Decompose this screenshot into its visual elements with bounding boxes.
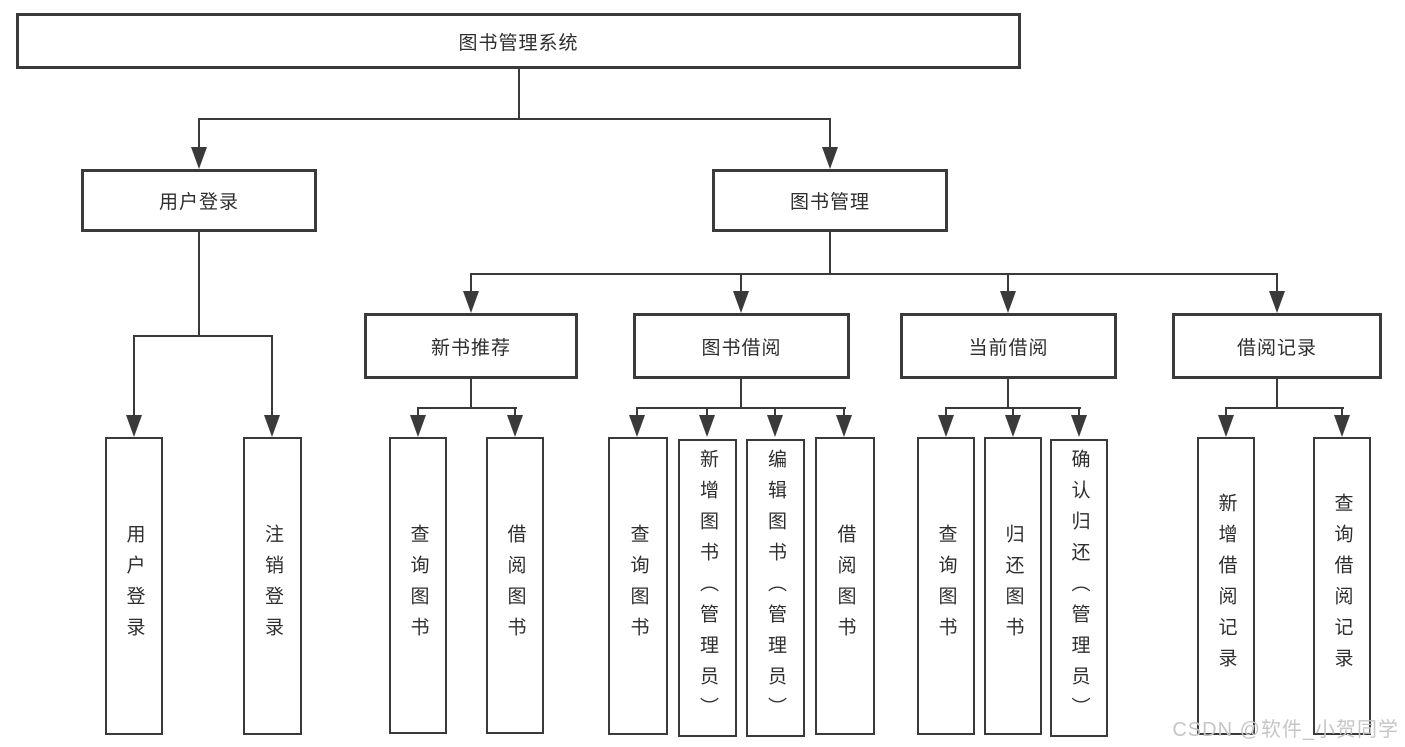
node-current-borrowing: 当前借阅: [900, 313, 1117, 379]
arrow-down-icon: [1334, 415, 1350, 437]
arrow-down-icon: [126, 415, 142, 437]
leaf-label: 借阅图书: [504, 523, 526, 648]
connector-vline: [133, 335, 135, 417]
connector-vline: [829, 118, 831, 150]
node-library-system: 图书管理系统: [16, 13, 1021, 69]
connector-vline: [1012, 407, 1014, 419]
connector-vline: [271, 335, 273, 417]
leaf-label: 编辑图书（管理员）: [765, 448, 786, 728]
leaf-add-borrow-record: 新增借阅记录: [1197, 437, 1255, 735]
arrow-down-icon: [767, 415, 783, 437]
connector-vline: [1225, 407, 1227, 419]
connector-vline: [470, 379, 472, 409]
arrow-down-icon: [1000, 291, 1016, 313]
arrow-down-icon: [938, 415, 954, 437]
leaf-logout: 注销登录: [243, 437, 302, 735]
node-label: 图书管理: [789, 192, 870, 213]
arrow-down-icon: [836, 415, 852, 437]
leaf-add-books-admin: 新增图书（管理员）: [678, 439, 737, 737]
leaf-label: 查询图书: [407, 523, 429, 648]
connector-vline: [518, 69, 520, 119]
leaf-confirm-return-admin: 确认归还（管理员）: [1050, 439, 1108, 737]
connector-vline: [843, 407, 845, 419]
connector-hline: [1225, 407, 1344, 409]
leaf-label: 借阅图书: [834, 524, 856, 648]
connector-vline: [1341, 407, 1343, 419]
leaf-label: 新增图书（管理员）: [697, 448, 718, 728]
csdn-watermark: CSDN @软件_小贺同学: [1172, 719, 1399, 741]
connector-hline: [133, 335, 273, 337]
leaf-label: 查询图书: [627, 524, 649, 648]
connector-vline: [198, 118, 200, 150]
leaf-borrow-books-recommend: 借阅图书: [486, 437, 544, 734]
connector-vline: [1276, 379, 1278, 409]
connector-hline: [417, 407, 517, 409]
leaf-query-books-recommend: 查询图书: [389, 437, 447, 734]
node-book-management: 图书管理: [712, 169, 948, 232]
leaf-query-books-borrowing: 查询图书: [608, 437, 668, 735]
connector-vline: [829, 232, 831, 275]
arrow-down-icon: [507, 415, 523, 437]
arrow-down-icon: [1269, 291, 1285, 313]
arrow-down-icon: [1071, 415, 1087, 437]
connector-vline: [514, 407, 516, 419]
leaf-query-books-current: 查询图书: [917, 437, 975, 735]
connector-hline: [636, 407, 846, 409]
arrow-down-icon: [191, 147, 207, 169]
connector-vline: [740, 273, 742, 295]
arrow-down-icon: [822, 147, 838, 169]
connector-vline: [706, 407, 708, 419]
leaf-label: 确认归还（管理员）: [1068, 448, 1090, 728]
arrow-down-icon: [1218, 415, 1234, 437]
node-label: 当前借阅: [968, 337, 1049, 359]
node-label: 图书管理系统: [458, 32, 579, 54]
node-borrowing-records: 借阅记录: [1172, 313, 1382, 379]
node-label: 图书借阅: [701, 337, 782, 359]
leaf-user-login: 用户登录: [105, 437, 163, 735]
connector-vline: [740, 379, 742, 409]
node-user-login: 用户登录: [81, 169, 317, 232]
leaf-label: 查询图书: [935, 524, 957, 648]
connector-vline: [1276, 273, 1278, 295]
connector-vline: [1007, 273, 1009, 295]
leaf-label: 归还图书: [1002, 524, 1024, 648]
leaf-label: 查询借阅记录: [1331, 493, 1353, 679]
arrow-down-icon: [463, 291, 479, 313]
connector-vline: [945, 407, 947, 419]
leaf-label: 用户登录: [123, 524, 145, 648]
leaf-return-books: 归还图书: [984, 437, 1042, 735]
arrow-down-icon: [629, 415, 645, 437]
arrow-down-icon: [1005, 415, 1021, 437]
leaf-label: 新增借阅记录: [1215, 493, 1237, 679]
leaf-edit-books-admin: 编辑图书（管理员）: [746, 439, 805, 737]
connector-vline: [198, 232, 200, 337]
connector-vline: [1007, 379, 1009, 409]
connector-hline: [470, 273, 1278, 275]
node-new-book-recommend: 新书推荐: [364, 313, 578, 379]
arrow-down-icon: [699, 415, 715, 437]
connector-vline: [1078, 407, 1080, 419]
leaf-label: 注销登录: [262, 524, 283, 648]
connector-vline: [470, 273, 472, 295]
connector-vline: [774, 407, 776, 419]
node-label: 新书推荐: [430, 337, 511, 359]
arrow-down-icon: [733, 291, 749, 313]
leaf-borrow-books-borrowing: 借阅图书: [815, 437, 875, 735]
connector-vline: [636, 407, 638, 419]
node-book-borrowing: 图书借阅: [633, 313, 850, 379]
node-label: 借阅记录: [1236, 337, 1317, 359]
connector-hline: [198, 118, 831, 120]
arrow-down-icon: [264, 415, 280, 437]
connector-vline: [417, 407, 419, 419]
leaf-query-borrow-record: 查询借阅记录: [1313, 437, 1371, 735]
node-label: 用户登录: [158, 192, 239, 213]
arrow-down-icon: [410, 415, 426, 437]
